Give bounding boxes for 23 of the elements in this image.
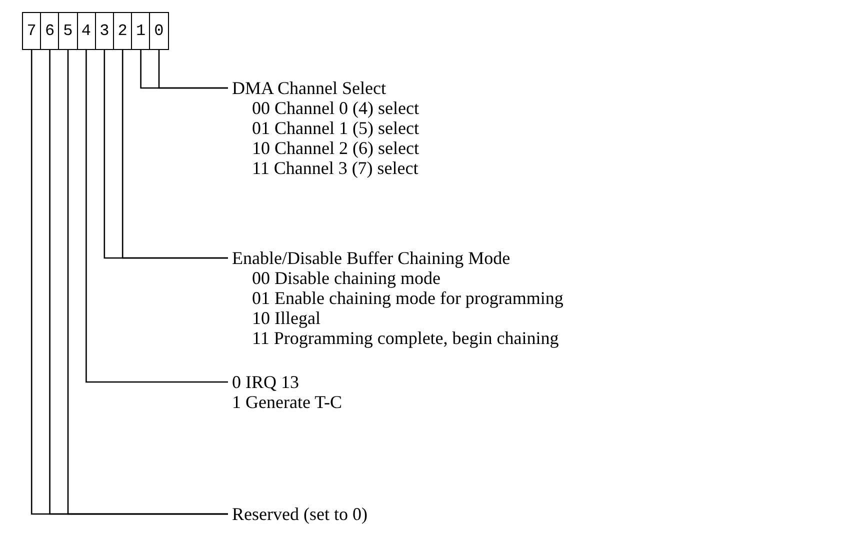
bit-cell: 3	[94, 12, 114, 50]
field-description: Reserved (set to 0)	[232, 504, 368, 524]
field-description: 00 Disable chaining mode	[252, 268, 440, 288]
field-heading: Enable/Disable Buffer Chaining Mode	[232, 248, 510, 268]
field-description: 10 Channel 2 (6) select	[252, 138, 419, 158]
bit-cell: 7	[22, 12, 42, 50]
field-heading: DMA Channel Select	[232, 78, 386, 98]
field-description: 11 Programming complete, begin chaining	[252, 328, 559, 348]
field-description: 0 IRQ 13	[232, 372, 299, 392]
bit-cell: 1	[131, 12, 150, 50]
leader-line	[86, 50, 228, 383]
field-description: 01 Channel 1 (5) select	[252, 118, 419, 138]
bit-cell: 5	[58, 12, 78, 50]
leader-line	[158, 50, 228, 89]
field-description: 00 Channel 0 (4) select	[252, 98, 419, 118]
field-description: 10 Illegal	[252, 308, 320, 328]
bit-cell: 4	[76, 12, 96, 50]
bit-cell: 6	[40, 12, 60, 50]
field-description: 1 Generate T-C	[232, 392, 342, 412]
field-description: 11 Channel 3 (7) select	[252, 158, 418, 178]
field-description: 01 Enable chaining mode for programming	[252, 288, 564, 308]
bit-cell: 2	[113, 12, 132, 50]
bit-cell: 0	[149, 12, 169, 50]
